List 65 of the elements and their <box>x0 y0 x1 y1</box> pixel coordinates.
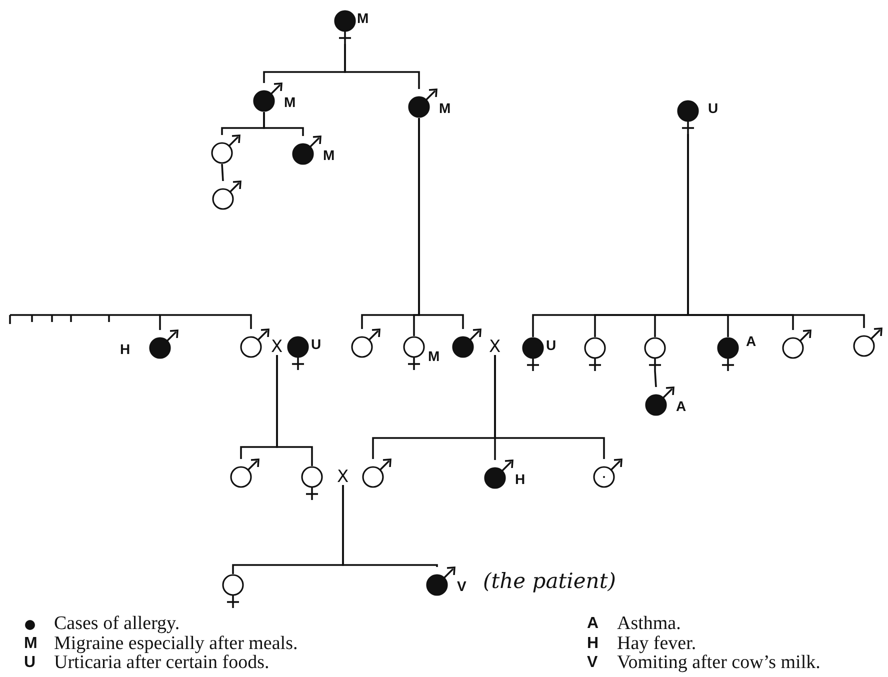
pedigree-line <box>263 112 304 136</box>
legend-text: Cases of allergy. <box>54 614 180 634</box>
patient-note: (the patient) <box>483 569 616 593</box>
legend-text: Hay fever. <box>617 634 696 654</box>
male-symbol <box>149 330 178 359</box>
male-symbol <box>351 329 380 358</box>
male-symbol <box>408 89 437 118</box>
key-letter: M <box>24 635 38 653</box>
legend-text: Asthma. <box>617 614 681 634</box>
key-letter: H <box>587 635 599 653</box>
female-symbol <box>403 336 425 370</box>
trait-letter: M <box>357 11 369 25</box>
pedigree-line <box>687 134 865 328</box>
trait-letter: M <box>284 95 296 109</box>
male-symbol <box>853 328 882 357</box>
pedigree-line <box>494 355 605 459</box>
male-symbol <box>452 329 481 358</box>
pedigree-line <box>159 314 252 330</box>
male-symbol <box>230 459 259 488</box>
female-symbol <box>522 337 544 371</box>
trait-letter: A <box>746 334 756 348</box>
male-symbol <box>484 460 513 489</box>
pedigree-line <box>418 118 464 329</box>
trait-letter: V <box>457 579 466 593</box>
legend-text: Migraine especially after meals. <box>54 634 298 654</box>
trait-letter: U <box>311 337 322 351</box>
female-symbol <box>677 100 699 134</box>
mating-mark: X <box>337 469 349 485</box>
pedigree-line <box>344 44 420 89</box>
male-symbol <box>253 83 282 112</box>
pedigree-line <box>276 355 313 466</box>
trait-letter: H <box>515 472 526 486</box>
female-symbol <box>334 10 356 44</box>
legend-text: Vomiting after cow’s milk. <box>617 653 820 673</box>
female-symbol <box>717 337 739 371</box>
female-symbol <box>584 337 606 371</box>
pedigree-line <box>342 485 438 567</box>
male-symbol <box>782 330 811 359</box>
female-symbol <box>287 336 309 370</box>
mating-mark: X <box>489 339 501 355</box>
trait-letter: M <box>323 148 335 162</box>
key-letter: V <box>587 654 598 672</box>
trait-letter: M <box>439 101 451 115</box>
trait-letter: H <box>120 342 130 356</box>
key-letter: A <box>587 615 599 633</box>
legend-text: Urticaria after certain foods. <box>54 653 270 673</box>
female-symbol <box>644 337 666 371</box>
male-symbol <box>593 459 622 488</box>
male-symbol <box>292 136 321 165</box>
trait-letter: U <box>708 101 718 115</box>
male-symbol <box>240 329 269 358</box>
trait-letter: M <box>428 349 440 363</box>
mating-mark: X <box>271 339 283 355</box>
female-symbol <box>222 574 244 608</box>
key-letter: U <box>24 654 36 672</box>
pedigree-line <box>654 370 657 388</box>
male-symbol <box>362 459 391 488</box>
trait-letter: A <box>676 399 686 413</box>
male-symbol <box>426 567 455 596</box>
trait-letter: U <box>546 338 556 352</box>
female-symbol <box>301 466 323 500</box>
male-symbol <box>212 181 241 210</box>
male-symbol <box>645 387 674 416</box>
male-symbol <box>211 135 240 164</box>
pedigree-line <box>221 164 224 182</box>
